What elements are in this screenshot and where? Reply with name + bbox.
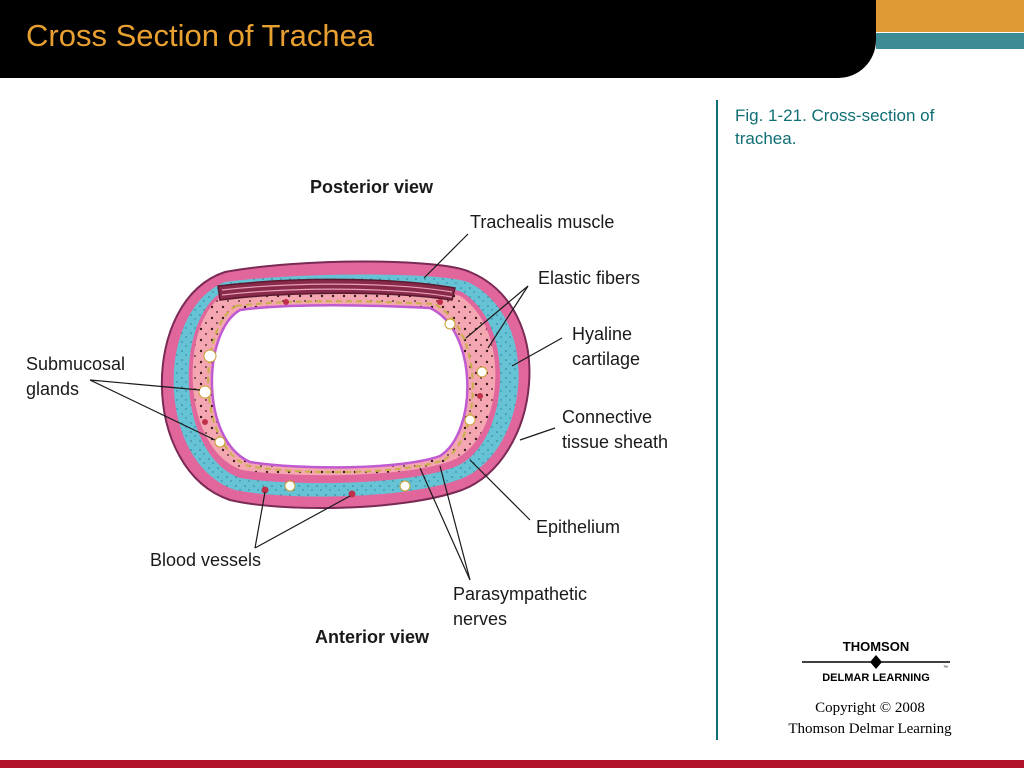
connective-label-line1: Connective bbox=[562, 407, 652, 427]
caption-line2: trachea. bbox=[735, 129, 797, 148]
posterior-view-label: Posterior view bbox=[310, 177, 434, 197]
corner-gap bbox=[876, 49, 1024, 78]
slide-title: Cross Section of Trachea bbox=[26, 18, 375, 53]
tracheal-lumen bbox=[210, 303, 469, 469]
connective-label-line2: tissue sheath bbox=[562, 432, 668, 452]
elastic-fibers-label: Elastic fibers bbox=[538, 268, 640, 288]
anterior-view-label: Anterior view bbox=[315, 627, 430, 647]
epithelium-label: Epithelium bbox=[536, 517, 620, 537]
submucosal-gland-markers bbox=[198, 318, 488, 492]
blood-vessels-label: Blood vessels bbox=[150, 550, 261, 570]
figure-caption: Fig. 1-21. Cross-section of trachea. bbox=[735, 104, 1005, 150]
copyright-line1: Copyright © 2008 bbox=[815, 700, 925, 716]
slide-header: Cross Section of Trachea bbox=[0, 0, 876, 78]
submucosal-label-line2: glands bbox=[26, 379, 79, 399]
thomson-delmar-logo: THOMSON ™ DELMAR LEARNING bbox=[802, 639, 950, 684]
hyaline-label-line1: Hyaline bbox=[572, 324, 632, 344]
trachea-diagram: Posterior view Anterior view Trachealis … bbox=[26, 177, 668, 647]
copyright-line2: Thomson Delmar Learning bbox=[788, 721, 952, 737]
parasympathetic-label-line2: nerves bbox=[453, 609, 507, 629]
muscle-stripe bbox=[221, 288, 453, 298]
submucosal-label-line1: Submucosal bbox=[26, 354, 125, 374]
hyaline-label-line2: cartilage bbox=[572, 349, 640, 369]
footer-bar bbox=[0, 760, 1024, 768]
trachealis-muscle-label: Trachealis muscle bbox=[470, 212, 614, 232]
logo-tm: ™ bbox=[943, 665, 948, 671]
logo-bottom-text: DELMAR LEARNING bbox=[822, 672, 930, 684]
epithelium-ring bbox=[207, 300, 474, 474]
leader-lines bbox=[89, 233, 563, 581]
caption-line1: Fig. 1-21. Cross-section of bbox=[735, 106, 935, 125]
blood-vessel-markers bbox=[202, 299, 483, 498]
logo-star-icon bbox=[870, 655, 882, 669]
logo-top-text: THOMSON bbox=[843, 639, 909, 654]
corner-accent-teal bbox=[876, 33, 1024, 49]
muscle-stripe bbox=[221, 283, 453, 293]
parasympathetic-label-line1: Parasympathetic bbox=[453, 584, 587, 604]
corner-accent-orange bbox=[876, 0, 1024, 32]
vertical-divider bbox=[716, 100, 718, 740]
copyright-notice: Copyright © 2008 Thomson Delmar Learning bbox=[760, 698, 980, 740]
